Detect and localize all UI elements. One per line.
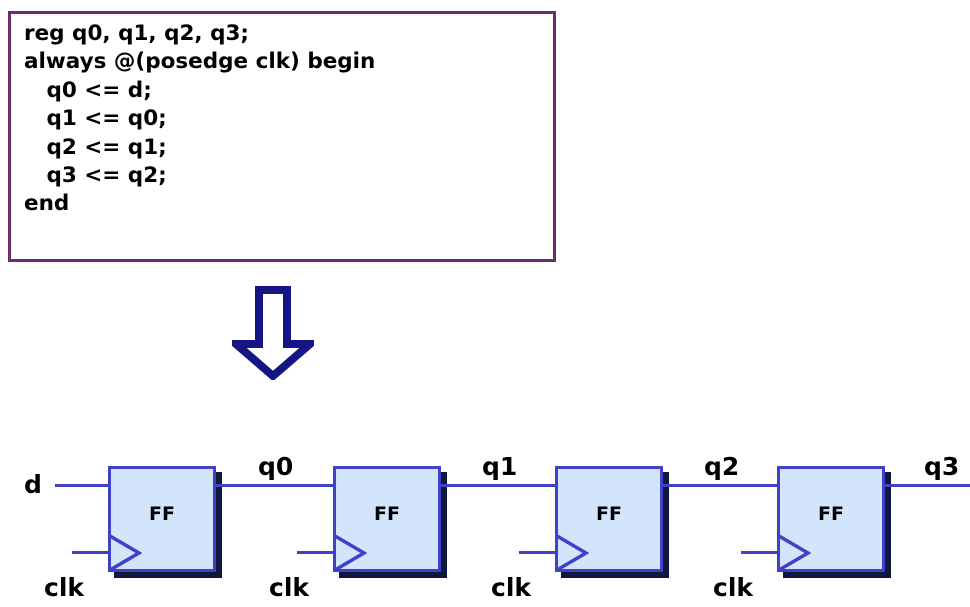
clk-label-2: clk <box>269 573 310 602</box>
ff-body <box>777 466 885 572</box>
wire-q3 <box>885 484 970 487</box>
signal-label-q2: q2 <box>704 452 740 481</box>
clock-triangle-icon <box>777 534 812 576</box>
clock-triangle-icon <box>333 534 368 576</box>
wire-d-in <box>55 484 110 487</box>
ff-label: FF <box>149 503 175 525</box>
wire-clk-4 <box>741 551 779 554</box>
wire-q0 <box>216 484 335 487</box>
ff-label: FF <box>596 503 622 525</box>
wire-q2 <box>663 484 779 487</box>
code-text: reg q0, q1, q2, q3; always @(posedge clk… <box>24 21 376 217</box>
ff-label: FF <box>374 503 400 525</box>
signal-label-q1: q1 <box>482 452 518 481</box>
wire-clk-2 <box>297 551 335 554</box>
ff-body <box>108 466 216 572</box>
down-arrow-icon <box>225 286 321 382</box>
signal-label-d: d <box>24 470 42 499</box>
clk-label-3: clk <box>491 573 532 602</box>
clock-triangle-icon <box>108 534 143 576</box>
clk-label-4: clk <box>713 573 754 602</box>
code-box: reg q0, q1, q2, q3; always @(posedge clk… <box>8 11 556 262</box>
wire-clk-1 <box>72 551 110 554</box>
ff-label: FF <box>818 503 844 525</box>
flip-flop-chain: d FF clk q0 FF clk q1 FF <box>0 440 970 607</box>
clock-triangle-icon <box>555 534 590 576</box>
wire-clk-3 <box>519 551 557 554</box>
signal-label-q3: q3 <box>924 452 960 481</box>
ff-body <box>333 466 441 572</box>
wire-q1 <box>441 484 557 487</box>
signal-label-q0: q0 <box>258 452 294 481</box>
ff-body <box>555 466 663 572</box>
clk-label-1: clk <box>44 573 85 602</box>
